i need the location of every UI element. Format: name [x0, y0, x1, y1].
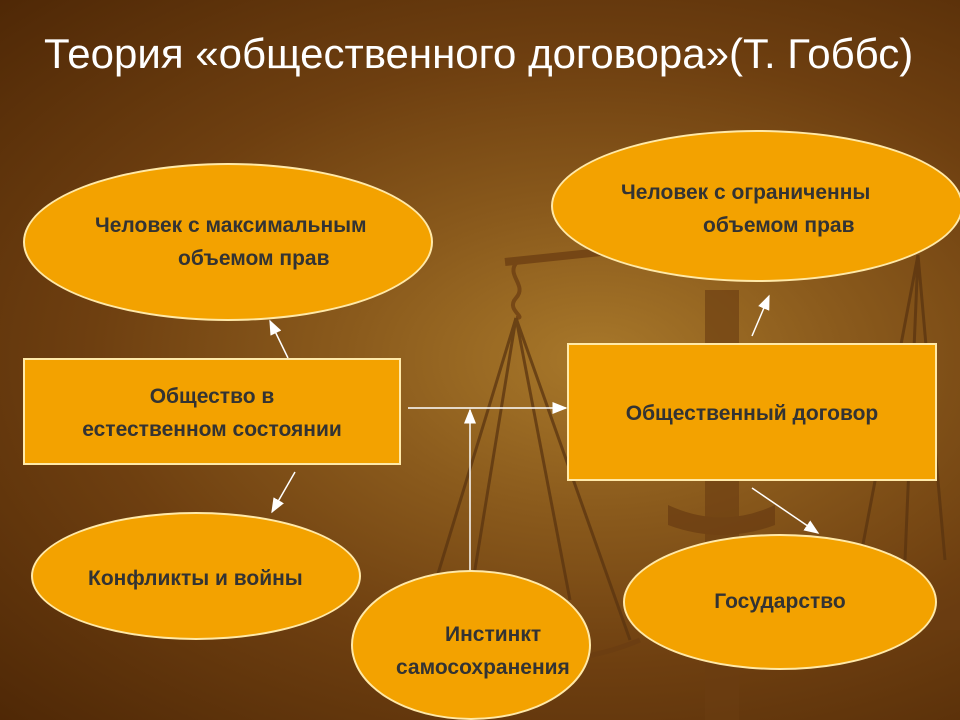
node-limited-rights-line2: объемом прав: [703, 214, 855, 237]
arrow-to-limited-rights: [751, 294, 770, 337]
node-limited-rights-line1: Человек с ограниченны: [621, 181, 871, 204]
slide-title: Теория «общественного договора»(Т. Гоббс…: [44, 30, 914, 77]
node-natural-state: [23, 358, 401, 465]
node-social-contract-line1: Общественный договор: [625, 402, 879, 425]
arrow-to-state: [751, 487, 820, 534]
node-max-rights-line1: Человек с максимальным: [95, 214, 367, 237]
arrow-to-max-rights: [269, 319, 289, 359]
arrow-to-conflicts: [271, 471, 296, 514]
node-state: [623, 534, 937, 670]
node-conflicts: [31, 512, 361, 640]
node-max-rights-line2: объемом прав: [178, 247, 330, 270]
node-natural-state-line2: естественном состоянии: [82, 418, 342, 441]
node-instinct-line2: самосохранения: [396, 656, 570, 679]
node-social-contract: [567, 343, 937, 481]
node-state-line1: Государство: [714, 590, 846, 613]
node-instinct: [351, 570, 591, 720]
node-instinct-line1: Инстинкт: [445, 623, 542, 646]
node-conflicts-line1: Конфликты и войны: [88, 567, 303, 590]
node-natural-state-line1: Общество в: [149, 385, 275, 408]
node-limited-rights: [551, 130, 960, 282]
node-max-rights: [23, 163, 433, 321]
